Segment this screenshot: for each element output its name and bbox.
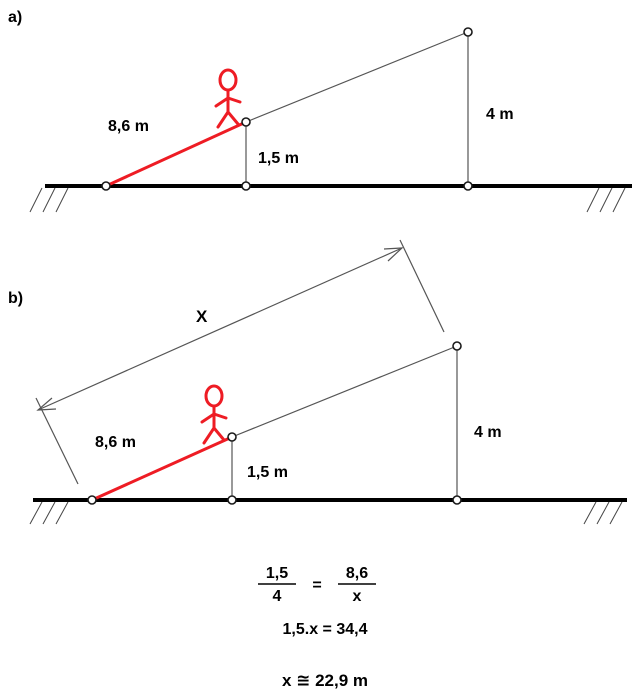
part-b-dimension-extension-left bbox=[35, 397, 79, 485]
proportion-equals-sign: = bbox=[312, 577, 321, 594]
fraction-left-numerator: 1,5 bbox=[266, 565, 288, 582]
part-a-upper-incline bbox=[245, 31, 469, 123]
fraction-right-numerator: 8,6 bbox=[346, 565, 368, 582]
part-a-ramp-length-label: 8,6 m bbox=[108, 118, 149, 135]
part-b-joint-big-base bbox=[452, 495, 462, 505]
part-a-big-height-label: 4 m bbox=[486, 106, 514, 123]
part-b-tag: b) bbox=[8, 290, 23, 307]
fraction-right-denominator: x bbox=[353, 588, 362, 605]
part-a-tag: a) bbox=[8, 9, 22, 26]
part-b-joint-small-top bbox=[227, 432, 237, 442]
part-b-dimension-x-line bbox=[37, 247, 403, 411]
proportion-equation: 1,5 4 = 8,6 x bbox=[258, 565, 376, 605]
part-b-joint-ramp-base bbox=[87, 495, 97, 505]
part-a: a) 8,6 m bbox=[8, 9, 632, 213]
part-b-ground-hatch-left bbox=[29, 501, 69, 525]
part-a-joint-small-top bbox=[241, 117, 251, 127]
fraction-left-denominator: 4 bbox=[273, 588, 282, 605]
part-b-joint-big-top bbox=[452, 341, 462, 351]
part-b-dimension-extension-right bbox=[399, 239, 445, 333]
part-b-ramp-length-label: 8,6 m bbox=[95, 434, 136, 451]
part-b-person-icon bbox=[200, 384, 228, 445]
part-b-joint-small-base bbox=[227, 495, 237, 505]
part-b-ground-hatch-right bbox=[583, 501, 623, 525]
equation-step-2: 1,5.x = 34,4 bbox=[283, 621, 368, 638]
part-b-big-height-label: 4 m bbox=[474, 424, 502, 441]
part-b-ramp bbox=[90, 435, 234, 502]
part-a-person-icon bbox=[214, 68, 242, 129]
part-a-joint-big-base bbox=[463, 181, 473, 191]
part-a-joint-ramp-base bbox=[101, 181, 111, 191]
part-a-small-height-label: 1,5 m bbox=[258, 150, 299, 167]
part-b-small-height-label: 1,5 m bbox=[247, 464, 288, 481]
part-b-upper-incline bbox=[231, 345, 458, 438]
part-b-dimension-arrow-right bbox=[383, 247, 404, 262]
part-a-ramp bbox=[104, 120, 248, 188]
part-a-ground-hatch-left bbox=[29, 187, 69, 213]
part-b: b) bbox=[8, 239, 627, 525]
part-b-unknown-x-label: X bbox=[196, 307, 208, 326]
part-a-joint-big-top bbox=[463, 27, 473, 37]
part-a-ground-hatch-right bbox=[586, 187, 626, 213]
equation-result: x ≅ 22,9 m bbox=[282, 671, 368, 690]
part-b-dimension-arrow-left bbox=[36, 397, 57, 411]
solution: 1,5 4 = 8,6 x 1,5.x = 34,4 x ≅ 22,9 m bbox=[258, 565, 376, 690]
part-a-joint-small-base bbox=[241, 181, 251, 191]
